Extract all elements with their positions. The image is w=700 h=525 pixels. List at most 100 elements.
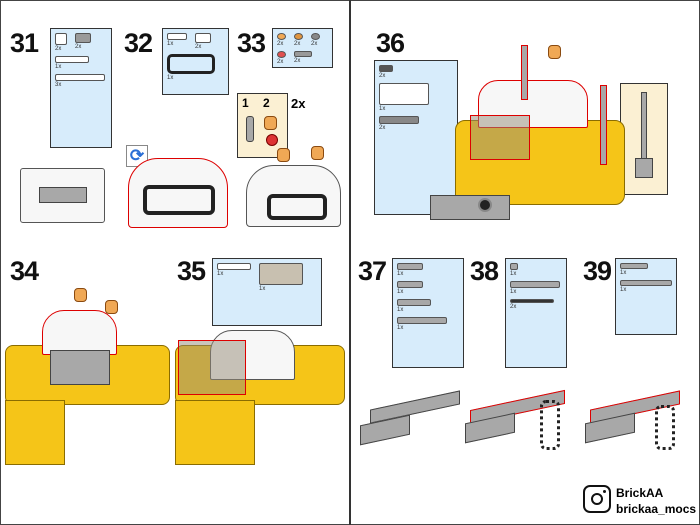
- plate4-icon: [217, 263, 251, 270]
- red-lens: [266, 134, 278, 146]
- sub-step-2: 2: [263, 96, 270, 110]
- part-round: 2x: [311, 33, 320, 47]
- part-frame: 1x: [167, 54, 220, 81]
- step-number-37: 37: [358, 256, 387, 286]
- part-quantity: 1x: [55, 64, 62, 70]
- part-wedge: 1x: [379, 83, 429, 112]
- model-step-31: [20, 168, 105, 223]
- model-step-34-front: [5, 400, 65, 465]
- plate6-icon: [397, 317, 447, 324]
- part-quantity: 2x: [277, 41, 284, 47]
- part-tile: 1x: [167, 33, 187, 50]
- parts-list-31: 2x 2x 1x 3x: [50, 28, 112, 148]
- part-quantity: 2x: [55, 46, 62, 52]
- model-step-36-windscreen: [470, 115, 530, 160]
- part-round: 2x: [277, 33, 286, 47]
- parts-list-32: 1x 2x 1x: [162, 28, 229, 95]
- part-quantity: 1x: [620, 287, 627, 293]
- tile8-icon: [620, 280, 672, 286]
- parts-list-38: 1x 1x 2x: [505, 258, 567, 368]
- plate3-icon: [397, 281, 423, 288]
- round-icon: [294, 33, 303, 40]
- model-step-36-bumper: [430, 195, 510, 220]
- part-round: 2x: [277, 51, 286, 65]
- step-number-32: 32: [124, 28, 153, 58]
- plate6-icon: [510, 281, 560, 288]
- light-part: [264, 116, 277, 130]
- part-plate1: 1x: [510, 263, 518, 277]
- part-quantity: 1x: [167, 75, 174, 81]
- step-number-38: 38: [470, 256, 499, 286]
- part-windscreen: 1x: [259, 263, 303, 292]
- part-quantity: 1x: [397, 271, 404, 277]
- part-quantity: 1x: [510, 289, 517, 295]
- part-quantity: 1x: [379, 106, 386, 112]
- part-quantity: 2x: [311, 41, 318, 47]
- link-icon: [510, 299, 554, 303]
- subassembly-multiplier: 2x: [291, 96, 306, 111]
- model-step-34-interior: [50, 350, 110, 385]
- axle-part: [246, 116, 254, 142]
- model-step-33: [246, 146, 341, 227]
- part-plate2: 2x: [379, 65, 393, 79]
- part-round: 2x: [294, 33, 303, 47]
- part-quantity: 1x: [397, 307, 404, 313]
- part-plate3: 1x: [397, 281, 423, 295]
- light-left: [548, 45, 561, 59]
- tile-icon: [167, 33, 187, 40]
- plate4-icon: [55, 56, 89, 63]
- part-spring: 2x: [379, 116, 419, 131]
- plate6-icon: [55, 74, 105, 81]
- part-plate6: 3x: [55, 74, 105, 88]
- part-plate6: 1x: [510, 281, 560, 295]
- part-plate4: 1x: [217, 263, 251, 292]
- model-step-32: [128, 158, 228, 228]
- part-curve: 2x: [195, 33, 211, 50]
- part-tile8: 1x: [620, 280, 672, 293]
- sub-step-1: 1: [242, 96, 249, 110]
- exhaust-left: [521, 45, 528, 100]
- parts-list-35: 1x 1x: [212, 258, 322, 326]
- spring-icon: [379, 116, 419, 124]
- parts-list-39: 1x 1x: [615, 258, 677, 335]
- plate2-icon: [379, 65, 393, 72]
- wheel: [478, 198, 492, 212]
- round-icon: [311, 33, 320, 40]
- part-quantity: 2x: [379, 73, 386, 79]
- model-step-39-links: [655, 405, 675, 450]
- part-quantity: 2x: [510, 304, 517, 310]
- step-number-33: 33: [237, 28, 266, 58]
- model-step-34-cab: [42, 310, 117, 355]
- part-quantity: 1x: [510, 271, 517, 277]
- tile4-icon: [620, 263, 648, 269]
- part-tile4: 1x: [620, 263, 668, 276]
- parts-list-37: 1x 1x 1x 1x: [392, 258, 464, 368]
- part-plate3: 1x: [397, 263, 423, 277]
- step-number-39: 39: [583, 256, 612, 286]
- curve-icon: [195, 33, 211, 43]
- plate1-icon: [510, 263, 518, 270]
- brand-handle: brickaa_mocs: [616, 502, 697, 516]
- part-quantity: 1x: [397, 289, 404, 295]
- parts-list-36: 2x 1x 2x: [374, 60, 458, 215]
- brick-icon: [55, 33, 67, 45]
- instagram-icon: [583, 485, 611, 513]
- part-quantity: 2x: [75, 44, 82, 50]
- part-quantity: 2x: [277, 59, 284, 65]
- model-step-38-links: [540, 400, 560, 450]
- part-plate4: 1x: [397, 299, 455, 313]
- part-brick: 2x: [55, 33, 67, 52]
- model-step-35-front: [175, 400, 255, 465]
- part-quantity: 2x: [294, 41, 301, 47]
- plate4-icon: [397, 299, 431, 306]
- frame: [267, 194, 327, 220]
- round-icon: [277, 51, 286, 58]
- model-step-35-windscreen: [178, 340, 246, 395]
- part-quantity: 1x: [259, 286, 266, 292]
- part-slope: 2x: [75, 33, 91, 52]
- part-quantity: 2x: [379, 125, 386, 131]
- part-quantity: 3x: [55, 82, 62, 88]
- slope-icon: [75, 33, 91, 43]
- step-number-34: 34: [10, 256, 39, 286]
- part-plate6: 1x: [397, 317, 455, 331]
